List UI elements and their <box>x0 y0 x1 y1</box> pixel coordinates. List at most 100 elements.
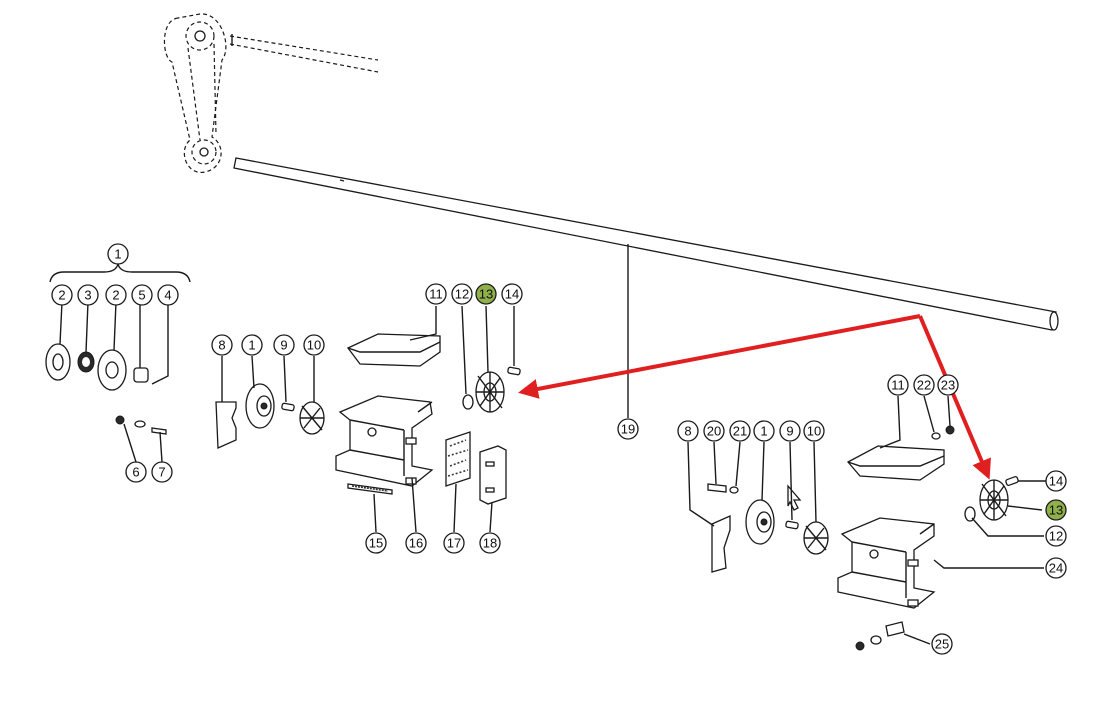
bearing-flange-right-assembly <box>745 499 775 545</box>
callout-r24: 24 <box>1045 557 1067 579</box>
callout-circle <box>703 420 725 442</box>
key-center <box>281 402 295 412</box>
callout-r12: 12 <box>1045 525 1067 547</box>
callout-number: 14 <box>505 287 519 302</box>
main-shaft <box>233 157 1059 331</box>
callout-number: 12 <box>1049 529 1063 544</box>
callout-number: 22 <box>917 378 931 393</box>
callout-r8: 8 <box>677 420 699 442</box>
callout-number: 10 <box>807 424 821 439</box>
callout-number: 18 <box>483 536 497 551</box>
callout-circle <box>77 284 99 306</box>
callout-circle <box>107 243 129 265</box>
callout-l1: 1 <box>107 243 129 265</box>
bearing-flange-left <box>45 343 71 381</box>
callout-l5: 5 <box>131 284 153 306</box>
callout-circle <box>1045 499 1067 521</box>
callout-c9: 9 <box>273 334 295 356</box>
callout-number: 1 <box>760 424 767 439</box>
callout-l2a: 2 <box>51 284 73 306</box>
key-right <box>785 520 799 530</box>
callout-number: 6 <box>132 465 139 480</box>
callout-circle <box>443 532 465 554</box>
pointer-arrow-outline <box>787 484 802 511</box>
arrow-to-center-gear <box>518 314 921 399</box>
callout-number: 8 <box>218 338 225 353</box>
washer-nut-right <box>931 425 955 440</box>
callout-circle <box>677 420 699 442</box>
callout-c13: 13 <box>475 283 497 305</box>
callout-number: 11 <box>429 287 443 302</box>
chain-drive-outline <box>163 13 227 173</box>
callout-circle <box>753 420 775 442</box>
callout-number: 2 <box>58 288 65 303</box>
bevel-gear-small-right <box>803 521 829 555</box>
callout-number: 3 <box>84 288 91 303</box>
callout-circle <box>211 334 233 356</box>
callout-number: 8 <box>684 424 691 439</box>
callout-l3: 3 <box>77 284 99 306</box>
bearing-insert <box>77 351 95 373</box>
callout-number: 13 <box>1049 503 1063 518</box>
callout-circle <box>931 633 953 655</box>
callout-r13: 13 <box>1045 499 1067 521</box>
callout-r14: 14 <box>1045 470 1067 492</box>
callout-circle <box>1045 557 1067 579</box>
callout-c16: 16 <box>405 532 427 554</box>
callout-circle <box>125 461 147 483</box>
callout-c8: 8 <box>211 334 233 356</box>
callout-circle <box>937 374 959 396</box>
callout-number: 5 <box>138 288 145 303</box>
bearing-flange-right <box>97 349 127 391</box>
callout-c18: 18 <box>479 532 501 554</box>
bearing-collar <box>133 367 149 383</box>
callout-r1: 1 <box>753 420 775 442</box>
callout-circle <box>501 283 523 305</box>
callout-number: 12 <box>455 287 469 302</box>
callout-number: 14 <box>1049 474 1063 489</box>
callout-number: 1 <box>248 338 255 353</box>
key-center-2 <box>507 366 521 376</box>
bolt-right <box>707 483 739 494</box>
bevel-gear-large-right <box>979 479 1009 521</box>
callout-number: 24 <box>1049 561 1063 576</box>
callout-c14: 14 <box>501 283 523 305</box>
callout-l7: 7 <box>151 461 173 483</box>
red-arrows <box>518 314 991 480</box>
callout-circle <box>131 284 153 306</box>
callout-c1: 1 <box>241 334 263 356</box>
bolt-nut-washer-left <box>115 415 167 435</box>
callout-number: 1 <box>114 247 121 262</box>
callout-circle <box>51 284 73 306</box>
callout-number: 15 <box>369 536 383 551</box>
leader-lines-left <box>59 301 169 463</box>
callout-c11: 11 <box>425 283 447 305</box>
callout-circle <box>803 420 825 442</box>
bolt-nut-washer-right <box>855 621 905 651</box>
callout-r11: 11 <box>887 374 909 396</box>
callout-number: 7 <box>158 465 165 480</box>
callout-c10: 10 <box>303 334 325 356</box>
callout-r21: 21 <box>729 420 751 442</box>
callout-number: 25 <box>935 637 949 652</box>
cover-plate-center <box>346 333 441 367</box>
callout-c12: 12 <box>451 283 473 305</box>
callout-c15: 15 <box>365 532 387 554</box>
callout-number: 21 <box>733 424 747 439</box>
callout-r9: 9 <box>779 420 801 442</box>
gasket-center <box>445 431 471 487</box>
callout-circle <box>1045 525 1067 547</box>
callout-l2b: 2 <box>105 284 127 306</box>
callout-circle <box>151 461 173 483</box>
callout-circle <box>479 532 501 554</box>
arrow-to-right-gear <box>918 315 991 480</box>
callout-number: 2 <box>112 288 119 303</box>
bevel-gear-small-center <box>299 401 325 435</box>
key-right-2 <box>1005 476 1019 486</box>
callout-c19: 19 <box>617 418 639 440</box>
retaining-ring-center <box>462 394 474 410</box>
callout-circle <box>303 334 325 356</box>
callout-circle <box>241 334 263 356</box>
